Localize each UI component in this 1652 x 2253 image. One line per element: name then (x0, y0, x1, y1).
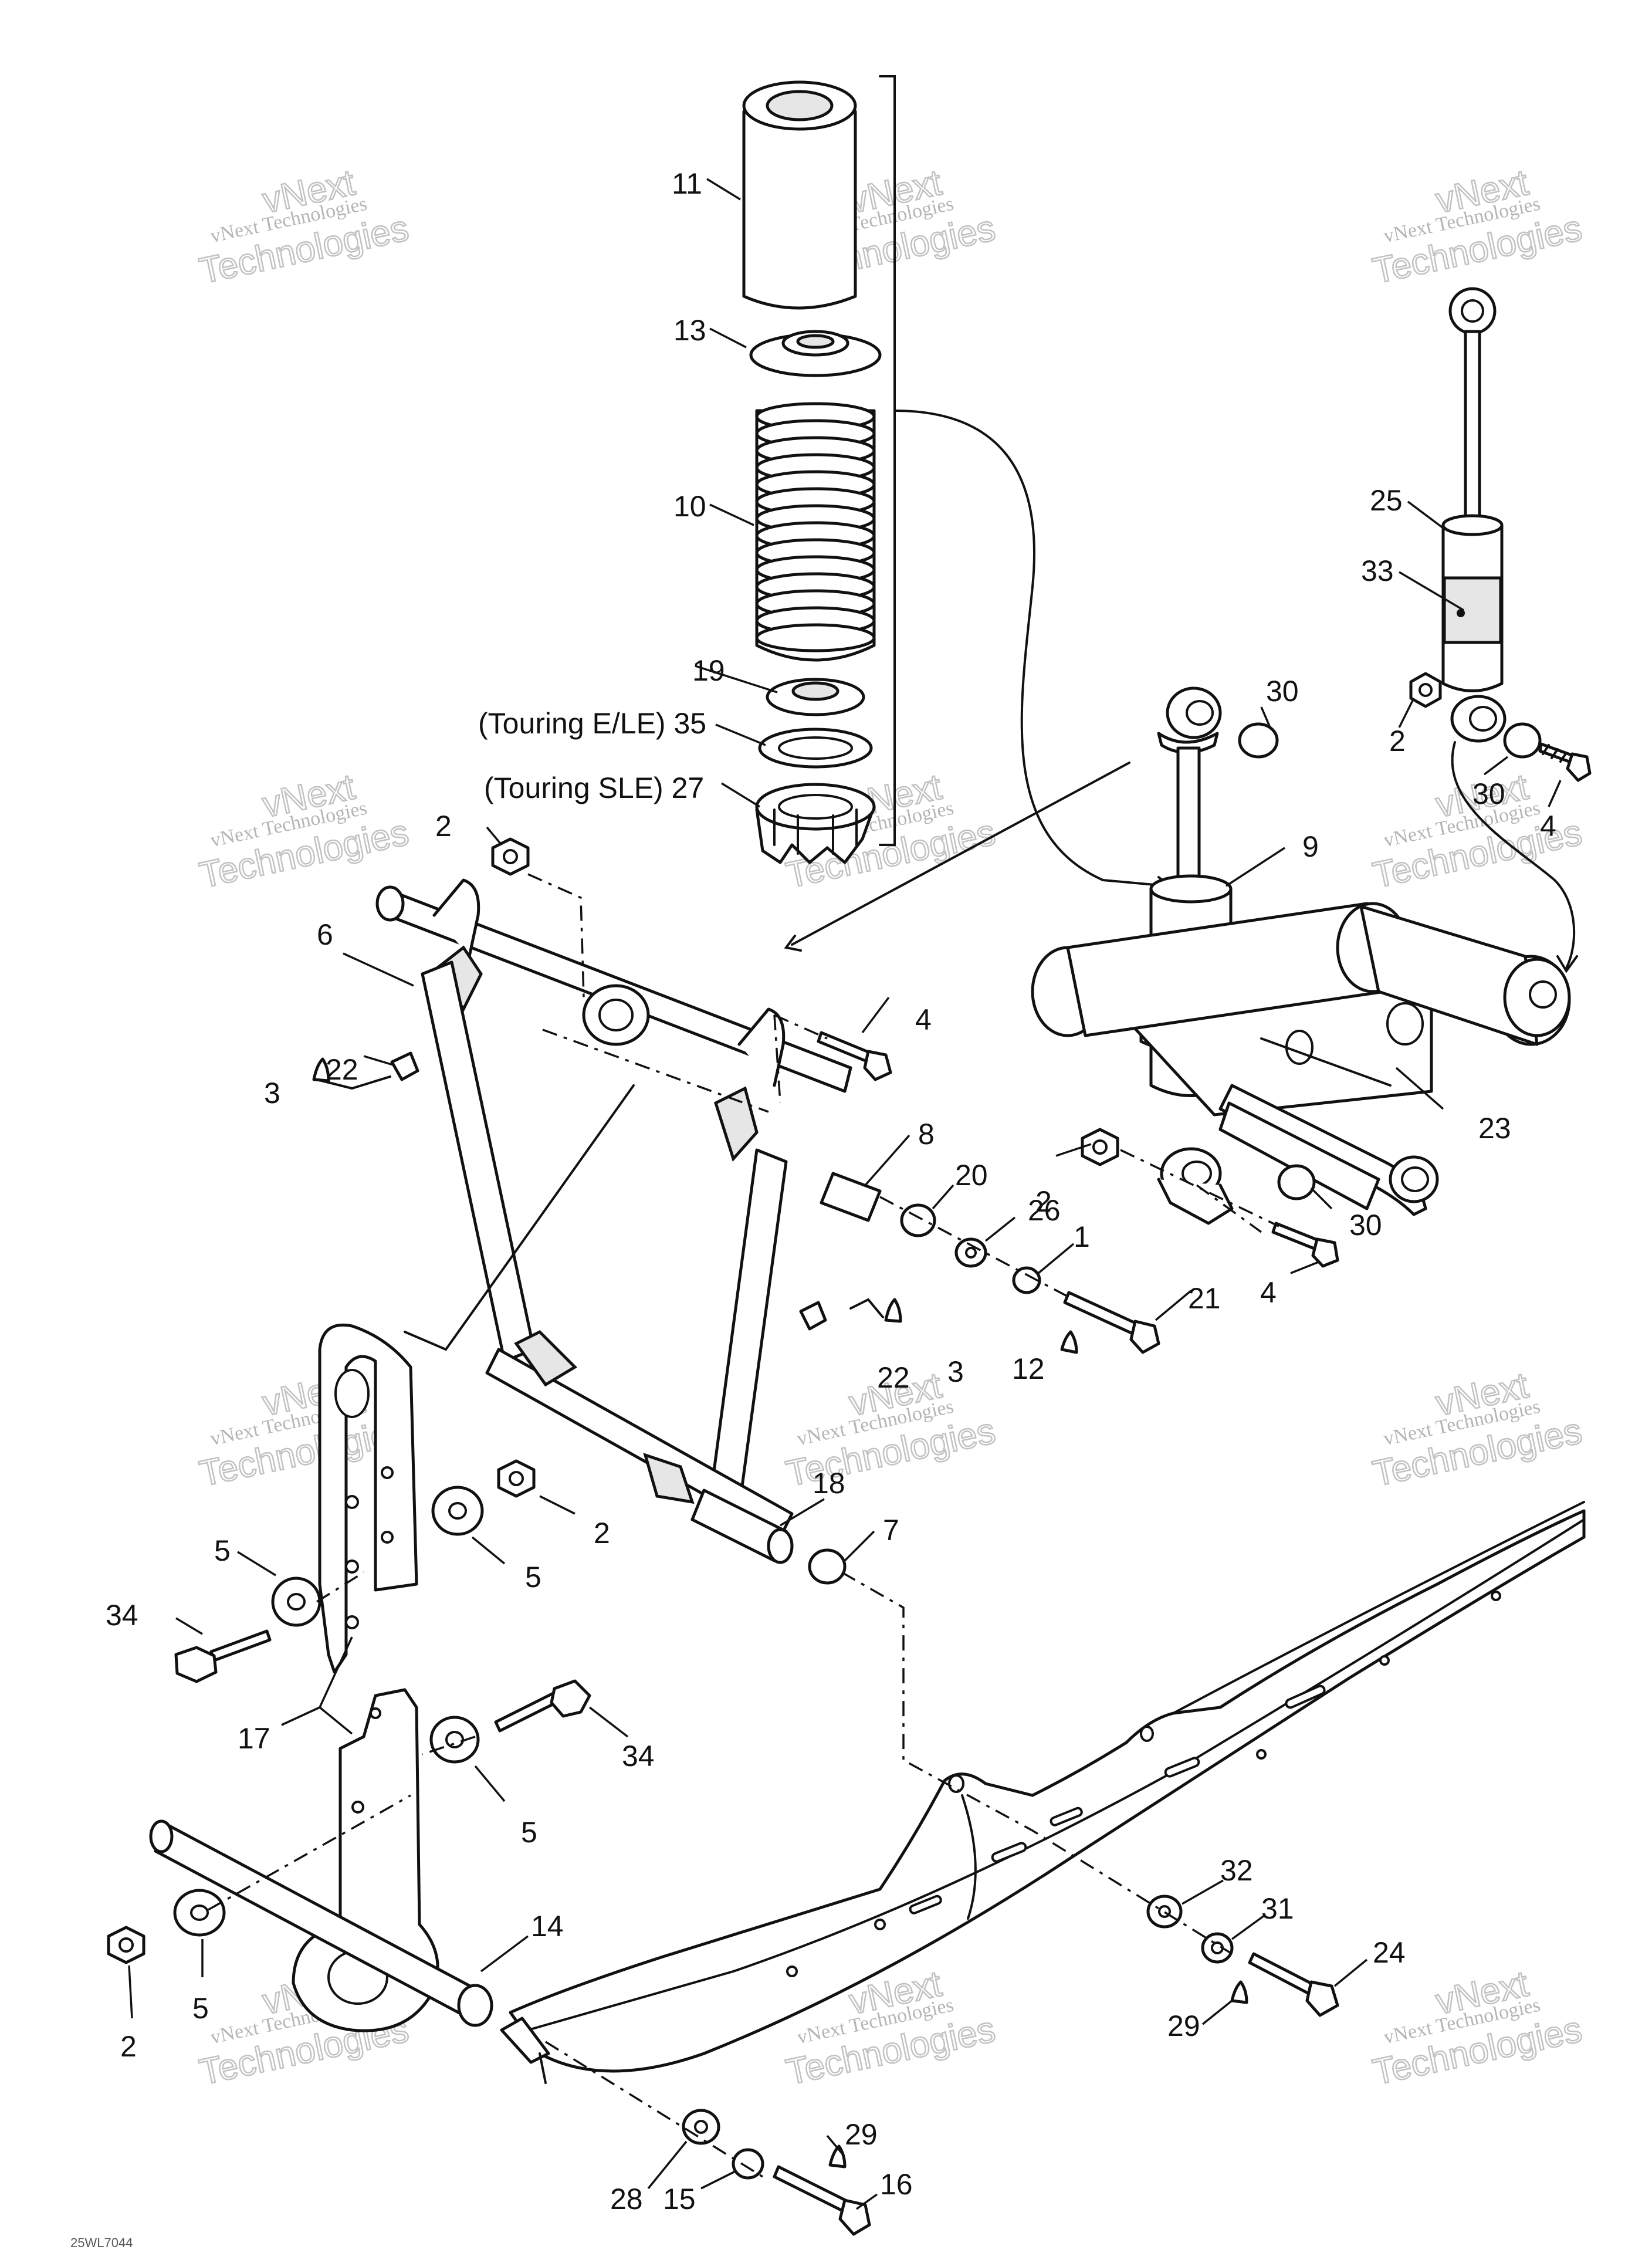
callout-34-lower: 34 (622, 1740, 655, 1772)
callout-2-rear: 2 (1389, 725, 1406, 757)
cam-adjuster (755, 783, 876, 864)
middle-hardware (312, 837, 1160, 1585)
callout-19: 19 (692, 654, 725, 687)
callout-29-rail: 29 (1167, 2010, 1200, 2042)
callout-34-upper: 34 (106, 1599, 138, 1632)
callout-15: 15 (663, 2183, 696, 2215)
callout-33: 33 (1361, 554, 1394, 587)
assembly-lines (208, 762, 1279, 2178)
callout-26: 26 (1028, 1194, 1061, 1227)
adjuster-ring (758, 728, 873, 769)
spring-collar (766, 678, 865, 716)
callout-22-left: 22 (326, 1053, 358, 1086)
callout-23: 23 (1478, 1112, 1511, 1145)
callout-2-top: 2 (435, 810, 452, 843)
rubber-boot (742, 80, 857, 310)
callout-5-bottom: 5 (192, 1992, 209, 2025)
callout-6: 6 (317, 918, 333, 951)
callout-7: 7 (883, 1514, 899, 1547)
callout-4-mid: 4 (915, 1003, 932, 1036)
callout-2-arm: 2 (1035, 1185, 1052, 1218)
callout-5-lower: 5 (521, 1816, 537, 1849)
callout-2-bracket: 2 (594, 1517, 610, 1550)
rear-shock-absorber (1409, 287, 1592, 973)
callout-4-arm: 4 (1260, 1276, 1277, 1309)
coil-spring (755, 402, 876, 662)
callout-20: 20 (955, 1159, 988, 1192)
callout-5-left: 5 (214, 1534, 231, 1567)
callout-25: 25 (1370, 484, 1403, 517)
spring-stopper (749, 330, 882, 377)
slide-rail (500, 1501, 1586, 2084)
callout-27: (Touring SLE) 27 (484, 772, 704, 804)
callout-3-left: 3 (264, 1077, 280, 1109)
callout-30-arm: 30 (1349, 1209, 1382, 1241)
spring-assembly (742, 75, 1173, 896)
callout-28: 28 (610, 2183, 643, 2215)
leader-lines (128, 178, 1562, 2210)
diagram-code: 25WL7044 (70, 2235, 133, 2250)
callout-24: 24 (1373, 1936, 1406, 1969)
callout-4-rear: 4 (1540, 810, 1556, 843)
callout-14: 14 (531, 1910, 564, 1943)
callout-22-mid: 22 (877, 1361, 910, 1394)
front-arm (375, 878, 882, 1564)
callout-10: 10 (673, 490, 706, 523)
spring-coil (755, 623, 876, 652)
callout-13: 13 (673, 314, 706, 347)
callout-2-bottom: 2 (120, 2030, 137, 2063)
callout-21: 21 (1188, 1282, 1221, 1315)
callout-11: 11 (672, 167, 702, 200)
callout-12: 12 (1012, 1352, 1045, 1385)
callout-labels: 11 13 10 19 (Touring E/LE) 35 (Touring S… (106, 167, 1556, 2215)
hanger-bracket-lower (107, 1679, 591, 2032)
callout-18: 18 (813, 1467, 845, 1500)
callout-30-top: 30 (1266, 675, 1299, 708)
callout-35: (Touring E/LE) 35 (478, 707, 706, 740)
rear-arm (1031, 902, 1571, 1268)
callout-32: 32 (1220, 1854, 1253, 1887)
callout-8: 8 (918, 1118, 935, 1151)
callout-31: 31 (1261, 1892, 1294, 1925)
callout-17: 17 (238, 1722, 270, 1755)
bottom-hardware (682, 1895, 1339, 2236)
callout-30-rear: 30 (1472, 777, 1505, 810)
callout-3-mid: 3 (947, 1355, 964, 1388)
callout-5-right: 5 (525, 1561, 541, 1594)
callout-1: 1 (1074, 1220, 1090, 1253)
callout-9: 9 (1302, 830, 1319, 863)
callout-16: 16 (880, 2168, 913, 2201)
callout-29-bottom: 29 (845, 2118, 878, 2151)
hanger-bracket-upper (174, 1323, 536, 1683)
